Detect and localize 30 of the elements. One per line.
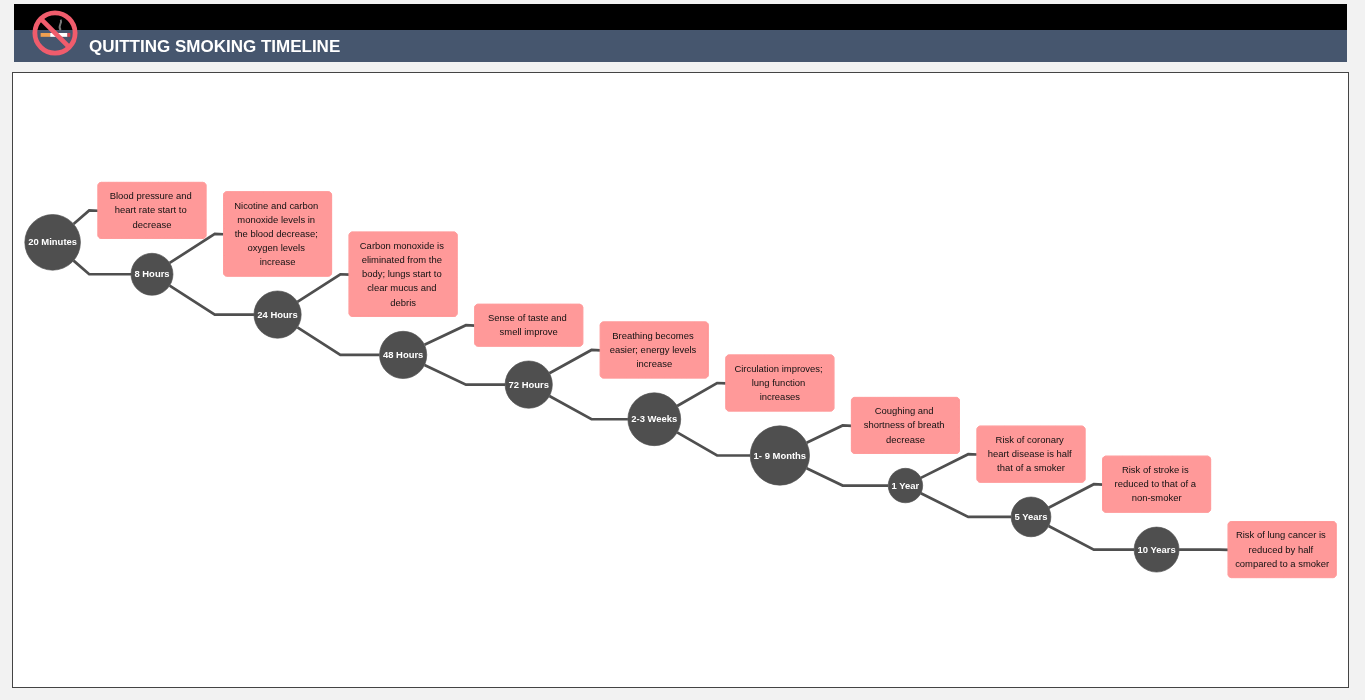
node-circle: 72 Hours <box>504 360 553 409</box>
connector <box>296 326 380 357</box>
connector <box>806 424 852 444</box>
connector <box>1048 524 1135 551</box>
connector <box>72 209 99 226</box>
node-circle: 24 Hours <box>253 290 302 339</box>
node-circle: 8 Hours <box>130 252 174 296</box>
connector <box>548 348 601 375</box>
node-circle: 1 Year <box>887 468 923 504</box>
node-circle: 48 Hours <box>379 330 428 379</box>
node-circle: 2-3 Weeks <box>627 392 682 446</box>
connector <box>920 452 978 480</box>
diagram-title: QUITTING SMOKING TIMELINE <box>89 37 341 57</box>
connector <box>548 394 628 421</box>
node-circle: 10 Years <box>1133 526 1180 573</box>
connector <box>920 492 1012 519</box>
connector <box>806 467 889 487</box>
connector <box>676 381 727 408</box>
connector <box>72 259 131 276</box>
connector <box>1179 548 1229 552</box>
node-circle: 1- 9 Months <box>749 425 810 486</box>
node-circle: 5 Years <box>1010 496 1052 538</box>
connector <box>168 232 224 265</box>
connector <box>423 323 476 347</box>
connector <box>676 431 751 457</box>
connector <box>296 272 350 303</box>
node-circle: 20 Minutes <box>24 214 81 271</box>
connector <box>168 284 254 316</box>
connector <box>423 363 506 386</box>
connector <box>1048 482 1103 509</box>
